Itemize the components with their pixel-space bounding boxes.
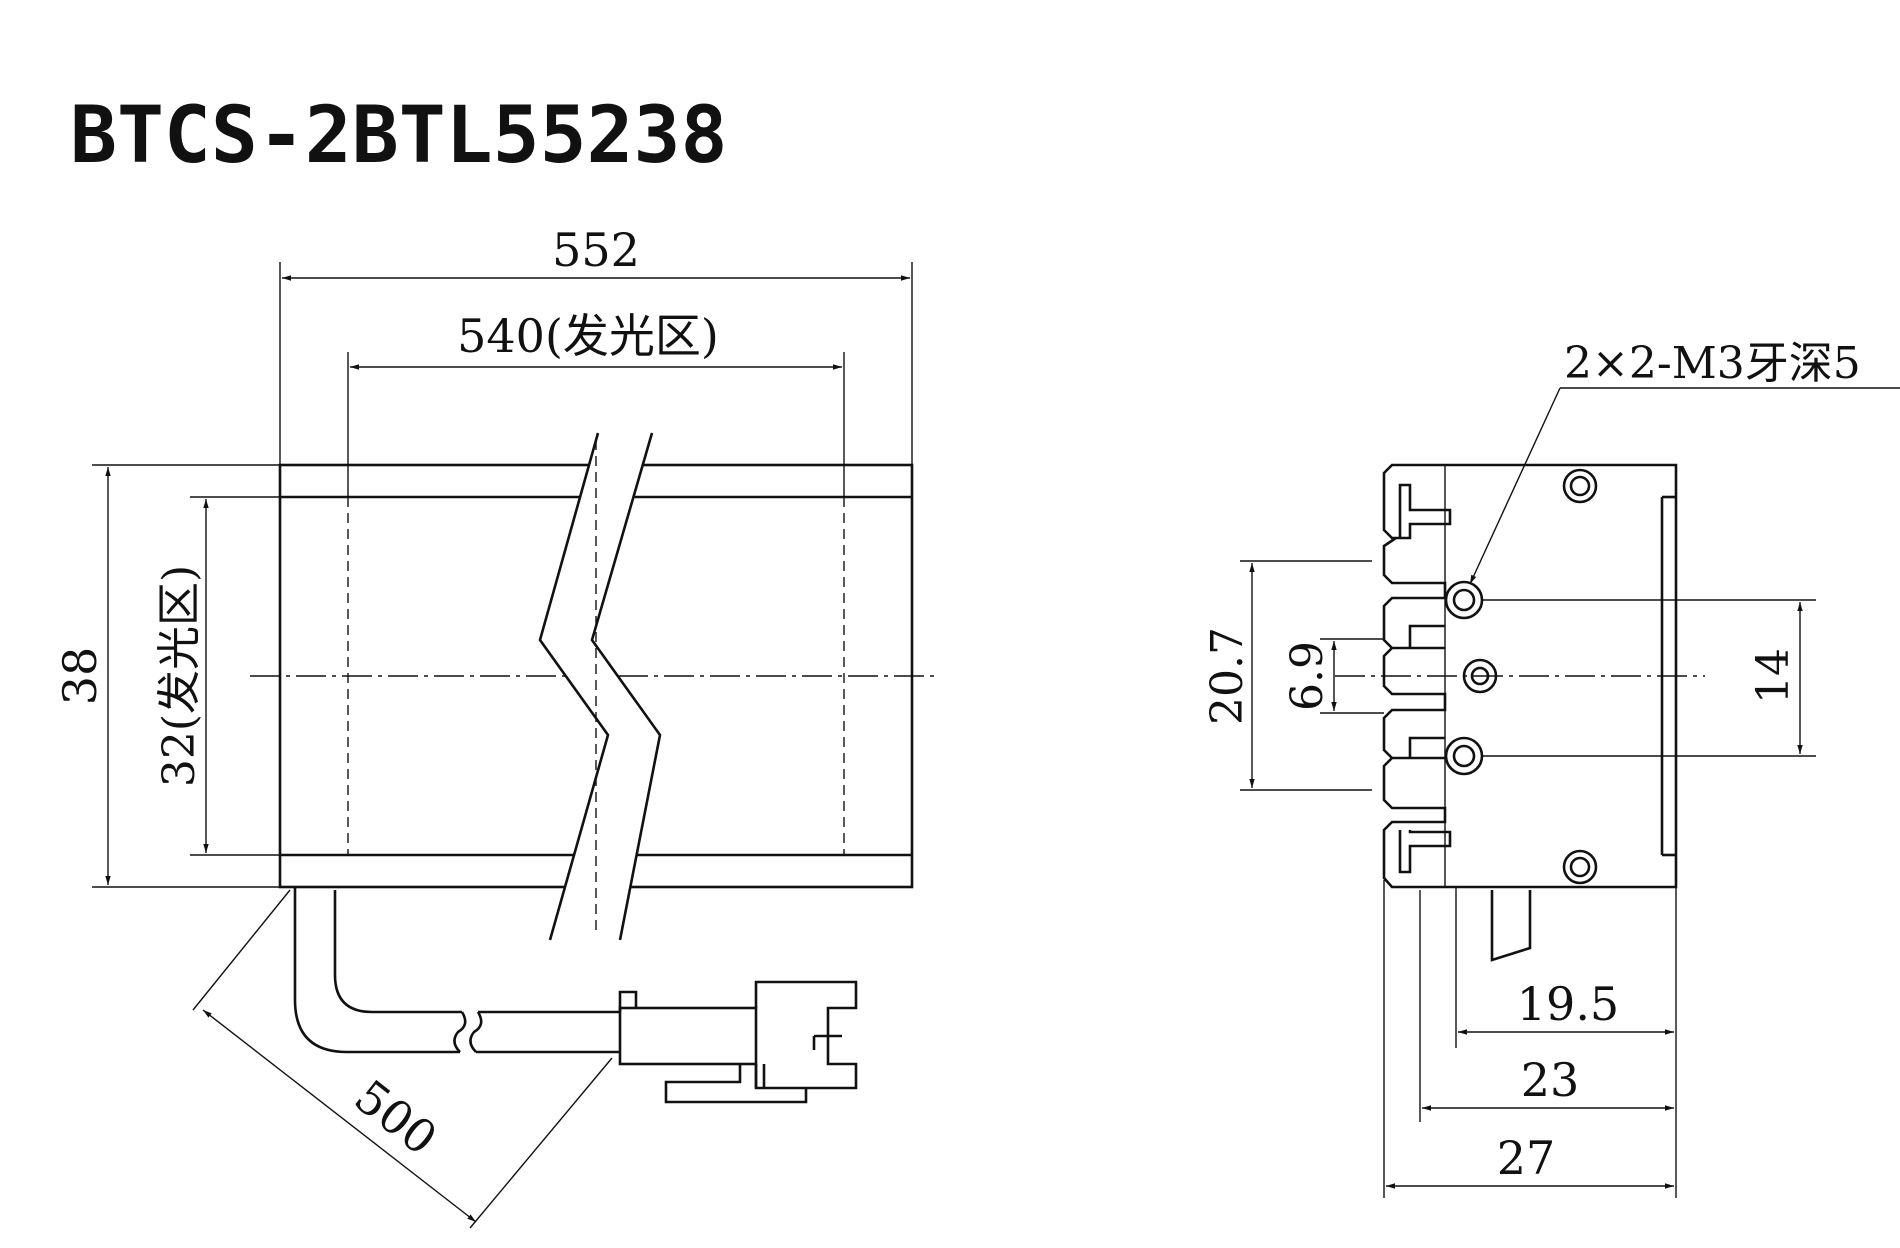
thread-hole-lower <box>1444 736 1484 776</box>
cable-break-right <box>469 1011 483 1053</box>
cable-outer <box>293 887 460 1054</box>
dim-hole-span-outer: 20.7 <box>1202 627 1253 725</box>
dim-emitting-height: 32(发光区) <box>154 565 205 787</box>
connector <box>618 980 858 1104</box>
mount-hole-bottom <box>1562 849 1598 885</box>
side-view: 2×2-M3牙深5 20.7 6.9 14 19.5 23 27 <box>1202 338 1900 1198</box>
cable-break-left <box>453 1011 467 1053</box>
front-view: 552 540(发光区) 38 32(发光区) <box>53 223 940 1229</box>
cable-stub <box>1490 890 1532 962</box>
drawing-title: BTCS-2BTL55238 <box>70 91 727 181</box>
dim-width-a: 19.5 <box>1517 977 1619 1031</box>
dim-overall-length: 552 <box>552 223 640 277</box>
ext-line-cable-b <box>469 1057 613 1229</box>
thread-hole-upper <box>1444 580 1484 620</box>
thread-spec: 2×2-M3牙深5 <box>1564 338 1861 389</box>
dim-width-b: 23 <box>1521 1053 1580 1107</box>
break-mask <box>540 433 660 940</box>
thread-leader <box>1469 387 1561 585</box>
dim-width-c: 27 <box>1497 1131 1556 1185</box>
heatsink-profile <box>1382 463 1462 889</box>
dim-line-500 <box>202 1009 477 1223</box>
dim-hole-span-inner: 6.9 <box>1282 641 1333 711</box>
dim-overall-height: 38 <box>53 647 107 706</box>
mount-hole-top <box>1562 468 1598 504</box>
cable-inner <box>333 890 462 1014</box>
dim-hole-pitch: 14 <box>1748 648 1799 704</box>
dim-cable-length: 500 <box>345 1069 447 1166</box>
break-line-right <box>590 432 662 941</box>
break-line-left <box>538 432 610 941</box>
ext-line-cable-a <box>192 889 291 1011</box>
dim-emitting-length: 540(发光区) <box>457 309 719 363</box>
